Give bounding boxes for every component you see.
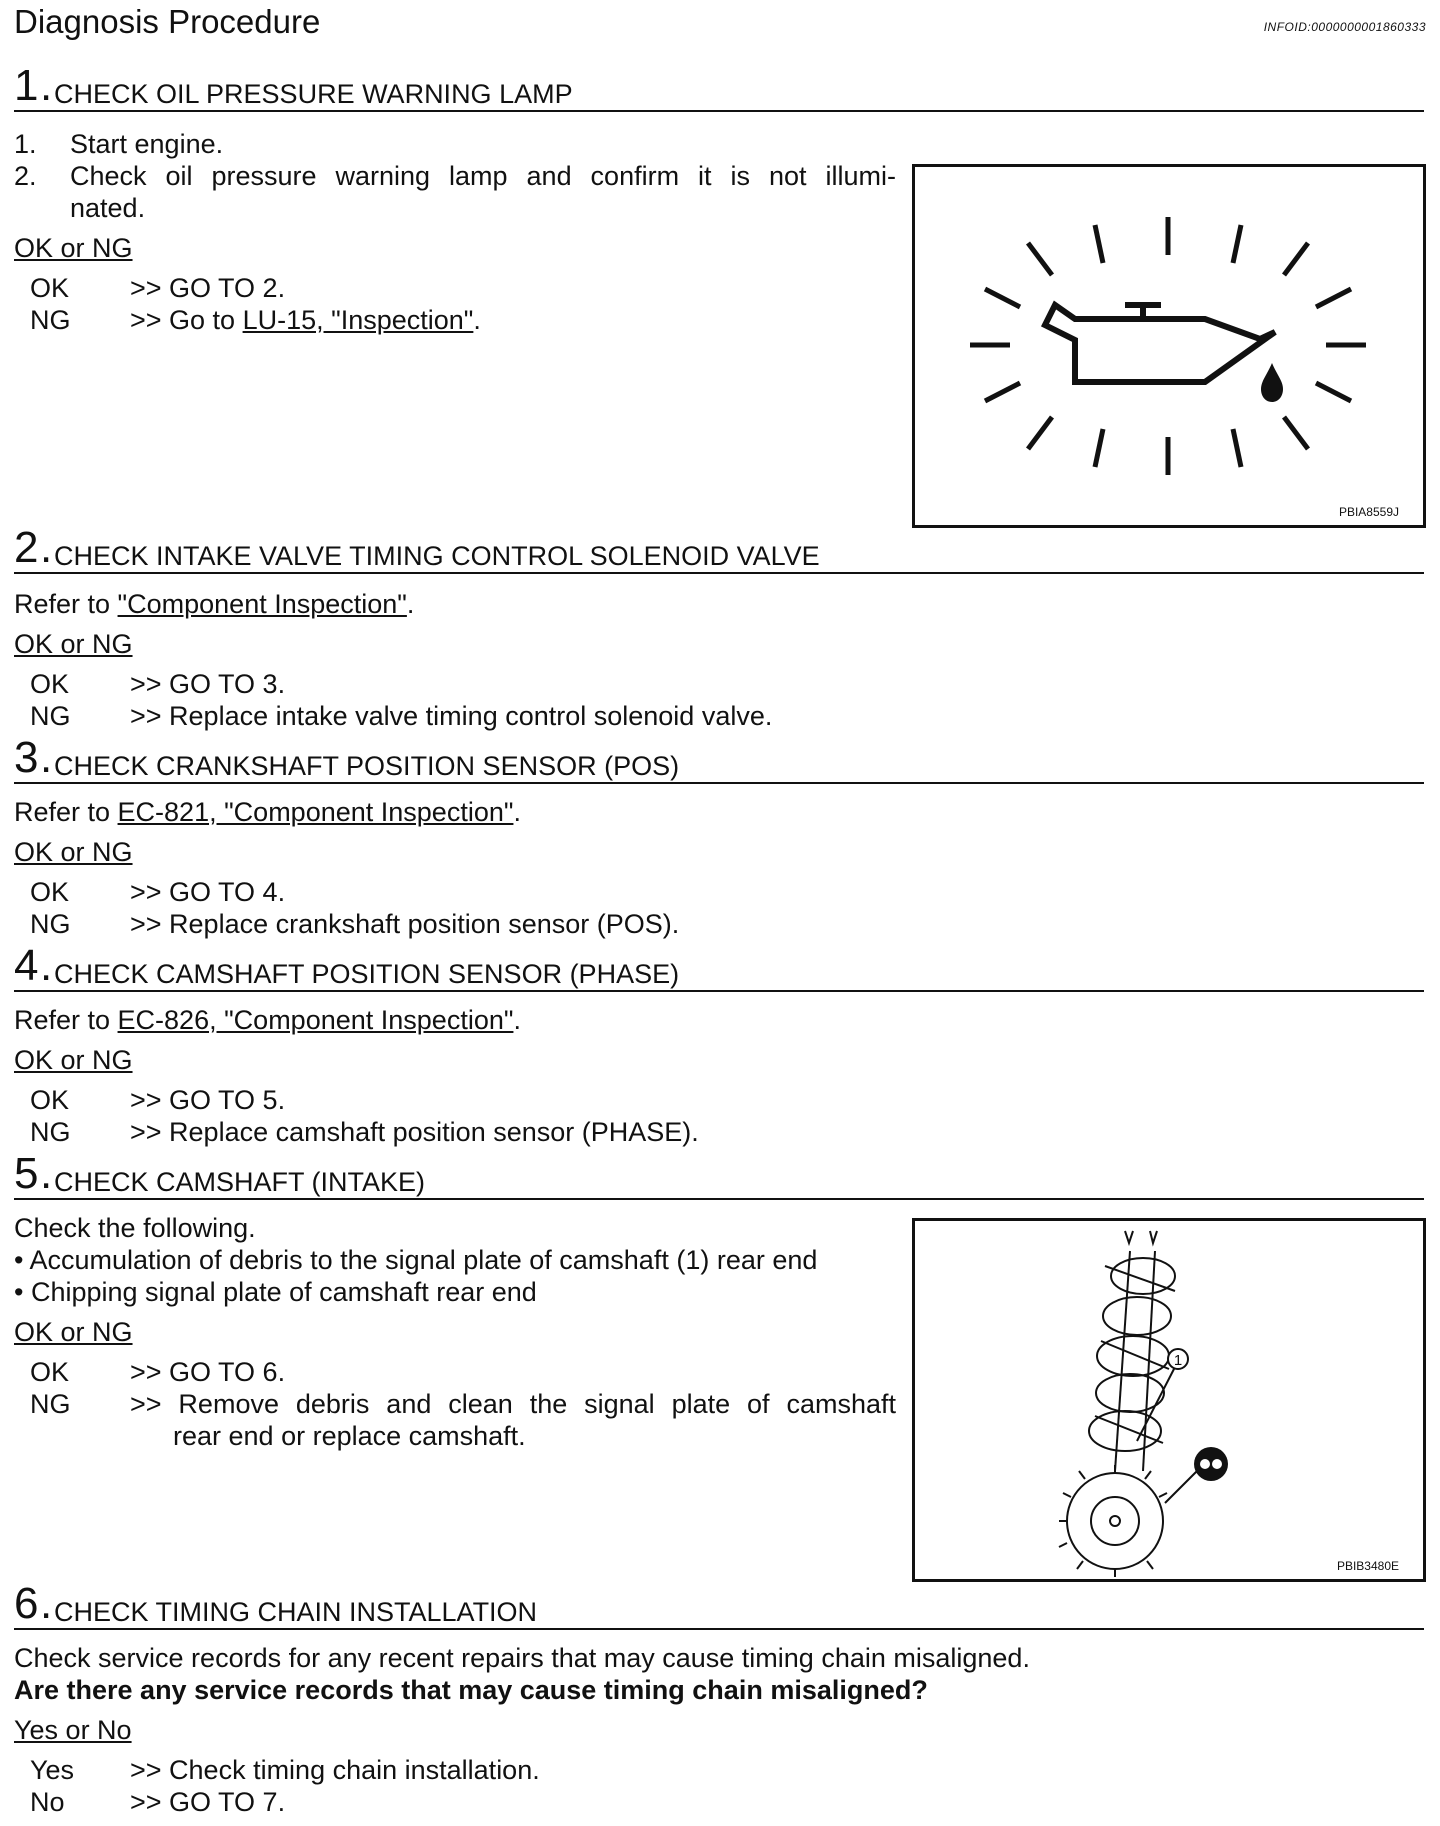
- step-1-header: 1. CHECK OIL PRESSURE WARNING LAMP: [14, 61, 1424, 112]
- result-label: OK or NG: [14, 1317, 133, 1347]
- figure-code: PBIA8559J: [1338, 505, 1399, 519]
- lu-15-inspection-link[interactable]: LU-15, "Inspection": [242, 305, 474, 335]
- ng-action: >> Go to LU-15, "Inspection".: [130, 305, 481, 335]
- step-number: 5: [14, 1149, 39, 1198]
- list-item-2-number: 2.: [14, 161, 37, 191]
- ng-action-cont: rear end or replace camshaft.: [173, 1421, 526, 1451]
- ng-action: >> Replace camshaft position sensor (PHA…: [130, 1117, 699, 1147]
- step-3-header: 3. CHECK CRANKSHAFT POSITION SENSOR (POS…: [14, 733, 1424, 784]
- result-label: OK or NG: [14, 233, 133, 263]
- ng-action: >> Replace intake valve timing control s…: [130, 701, 773, 731]
- refer-text: Refer to EC-826, "Component Inspection".: [14, 1005, 521, 1035]
- divider: [14, 110, 1424, 112]
- divider: [14, 1628, 1424, 1630]
- ec-826-component-inspection-link[interactable]: EC-826, "Component Inspection": [117, 1005, 514, 1035]
- result-label: Yes or No: [14, 1715, 132, 1745]
- step-4-header: 4. CHECK CAMSHAFT POSITION SENSOR (PHASE…: [14, 941, 1424, 992]
- ok-action: >> GO TO 3.: [130, 669, 286, 699]
- component-inspection-link[interactable]: "Component Inspection": [117, 589, 407, 619]
- step-number: 1: [14, 61, 39, 110]
- bullet-1: • Accumulation of debris to the signal p…: [14, 1245, 818, 1275]
- camshaft-signal-plate-icon: 1: [1058, 1230, 1228, 1577]
- oil-can-warning-icon: [970, 217, 1366, 475]
- ng-label: NG: [30, 305, 71, 335]
- refer-text: Refer to EC-821, "Component Inspection".: [14, 797, 521, 827]
- question-text: Are there any service records that may c…: [14, 1675, 928, 1705]
- divider: [14, 572, 1424, 574]
- step-5-header: 5. CHECK CAMSHAFT (INTAKE): [14, 1149, 1424, 1200]
- divider: [14, 1198, 1424, 1200]
- result-label: OK or NG: [14, 1045, 133, 1075]
- page-title: Diagnosis Procedure: [14, 3, 321, 40]
- step-title: CHECK CRANKSHAFT POSITION SENSOR (POS): [54, 751, 680, 781]
- figure-code: PBIB3480E: [1336, 1559, 1399, 1573]
- oil-pressure-lamp-figure: PBIA8559J: [912, 164, 1426, 528]
- step-title: CHECK CAMSHAFT POSITION SENSOR (PHASE): [54, 959, 680, 989]
- result-label: OK or NG: [14, 837, 133, 867]
- ok-action: >> GO TO 5.: [130, 1085, 286, 1115]
- ng-label: NG: [30, 1389, 71, 1419]
- ok-action: >> GO TO 2.: [130, 273, 286, 303]
- no-action: >> GO TO 7.: [130, 1787, 286, 1817]
- ok-label: OK: [30, 1085, 70, 1115]
- ng-label: NG: [30, 909, 71, 939]
- step-title: CHECK TIMING CHAIN INSTALLATION: [54, 1597, 538, 1627]
- yes-label: Yes: [30, 1755, 75, 1785]
- step-number: 3: [14, 733, 39, 782]
- step-2-header: 2. CHECK INTAKE VALVE TIMING CONTROL SOL…: [14, 523, 1424, 574]
- ng-label: NG: [30, 701, 71, 731]
- ok-label: OK: [30, 669, 70, 699]
- list-item-2-text: Check oil pressure warning lamp and conf…: [70, 161, 896, 191]
- step-number: 6: [14, 1579, 39, 1628]
- ok-action: >> GO TO 6.: [130, 1357, 286, 1387]
- yes-action: >> Check timing chain installation.: [130, 1755, 540, 1785]
- check-intro: Check the following.: [14, 1213, 256, 1243]
- step-title: CHECK OIL PRESSURE WARNING LAMP: [54, 79, 573, 109]
- divider: [14, 782, 1424, 784]
- step-title: CHECK CAMSHAFT (INTAKE): [54, 1167, 426, 1197]
- step-6-header: 6. CHECK TIMING CHAIN INSTALLATION: [14, 1579, 1424, 1630]
- list-item-2-text-cont: nated.: [70, 193, 146, 223]
- divider: [14, 990, 1424, 992]
- refer-text: Refer to "Component Inspection".: [14, 589, 415, 619]
- ok-label: OK: [30, 877, 70, 907]
- list-item-1-text: Start engine.: [70, 129, 224, 159]
- step-title: CHECK INTAKE VALVE TIMING CONTROL SOLENO…: [54, 541, 820, 571]
- info-id: INFOID:0000000001860333: [1263, 20, 1426, 34]
- step-number: 2: [14, 523, 39, 572]
- ec-821-component-inspection-link[interactable]: EC-821, "Component Inspection": [117, 797, 514, 827]
- list-item-1-number: 1.: [14, 129, 37, 159]
- step-number: 4: [14, 941, 39, 990]
- camshaft-figure: 1 PBIB3480E: [912, 1218, 1426, 1582]
- ok-label: OK: [30, 273, 70, 303]
- result-label: OK or NG: [14, 629, 133, 659]
- check-text: Check service records for any recent rep…: [14, 1643, 1030, 1673]
- ng-action: >> Replace crankshaft position sensor (P…: [130, 909, 680, 939]
- ng-action: >> Remove debris and clean the signal pl…: [130, 1389, 896, 1419]
- ok-label: OK: [30, 1357, 70, 1387]
- ok-action: >> GO TO 4.: [130, 877, 286, 907]
- callout-number: 1: [1174, 1352, 1182, 1369]
- no-label: No: [30, 1787, 65, 1817]
- bullet-2: • Chipping signal plate of camshaft rear…: [14, 1277, 537, 1307]
- ng-label: NG: [30, 1117, 71, 1147]
